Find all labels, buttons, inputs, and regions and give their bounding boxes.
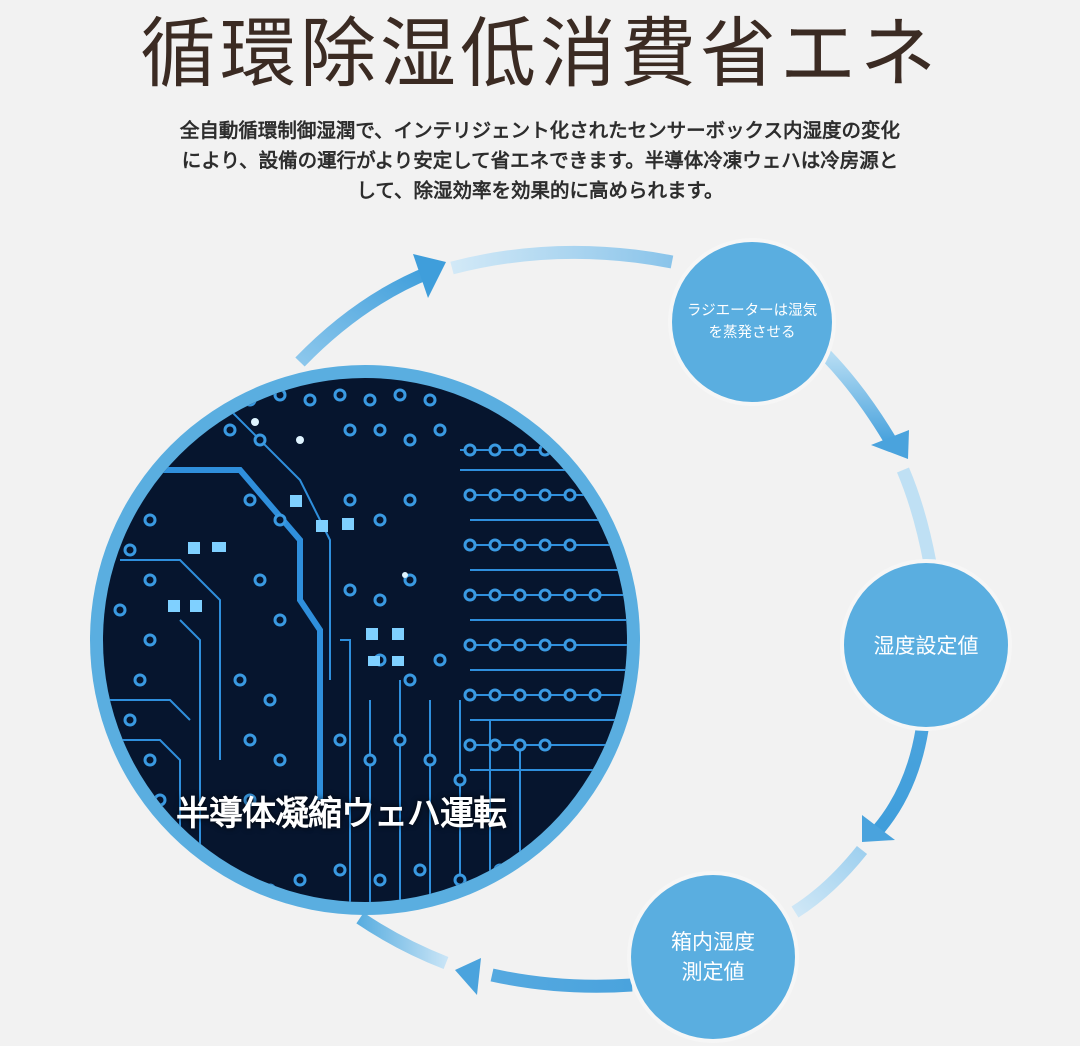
description: 全自動循環制御湿潤で、インテリジェント化されたセンサーボックス内湿度の変化 によ… [120,116,960,206]
node-humidity-setpoint-label: 湿度設定値 [873,634,979,658]
board-label: 半導体凝縮ウェハ運転 [176,794,507,834]
circuit-board-image [90,365,640,915]
arrow-head-icon [413,254,446,298]
node-radiator: ラジエーターは湿気 を蒸発させる [672,242,832,402]
node-box-humidity-line-2: 測定値 [681,960,745,984]
arrow-head-icon [871,430,909,459]
page-title: 循環除湿低消費省エネ [140,9,940,98]
node-box-humidity-line-1: 箱内湿度 [671,930,755,954]
node-radiator-line-1: ラジエーターは湿気 [686,303,818,319]
arrow-measured-to-board [356,912,633,995]
node-radiator-line-2: を蒸発させる [708,325,796,341]
arrow-head-icon [862,815,895,842]
description-line-1: 全自動循環制御湿潤で、インテリジェント化されたセンサーボックス内湿度の変化 [179,119,901,142]
node-box-humidity-measured: 箱内湿度 測定値 [631,875,795,1039]
arrow-head-icon [455,958,481,995]
node-humidity-setpoint: 湿度設定値 [844,563,1008,727]
description-line-3: して、除湿効率を効果的に高められます。 [356,179,724,202]
arrow-radiator-to-setpoint [821,350,937,565]
arrow-board-to-radiator [295,245,674,367]
description-line-2: により、設備の運行がより安定して省エネできます。半導体冷凍ウェハは冷房源と [181,149,899,172]
arrow-setpoint-to-measured [791,728,929,918]
